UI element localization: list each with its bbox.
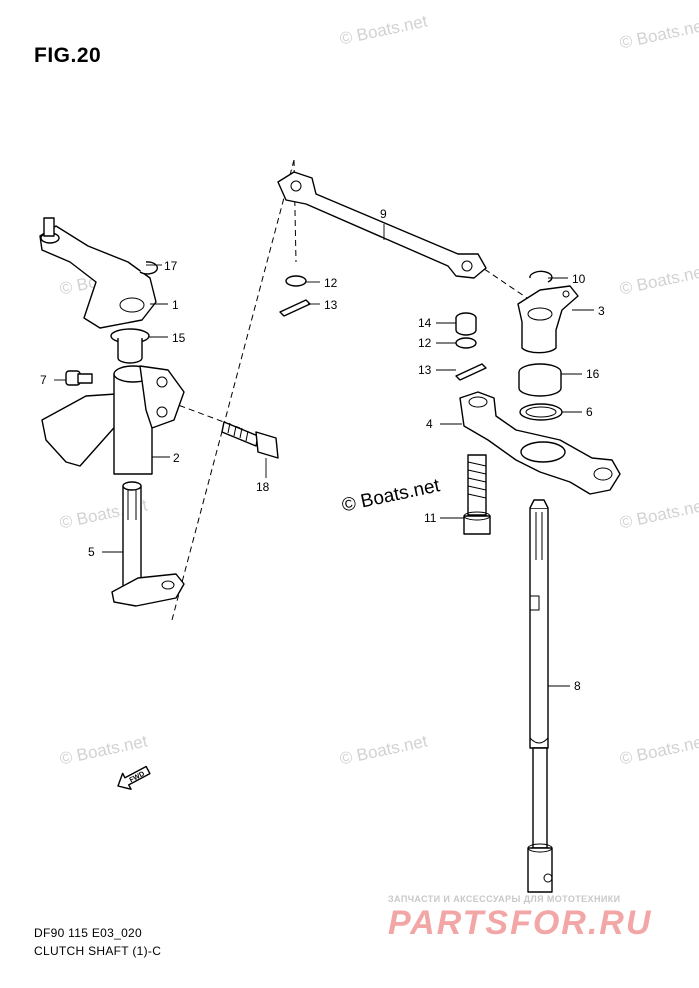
fwd-arrow-icon: FWD xyxy=(117,765,151,790)
part-12-washer xyxy=(285,275,307,287)
assembly-line-main xyxy=(171,159,295,621)
callout-9: 9 xyxy=(380,207,387,221)
part-1-lever xyxy=(39,217,157,329)
part-7-grease-nipple xyxy=(65,370,93,386)
figure-title: FIG.20 xyxy=(34,44,102,67)
callout-11: 11 xyxy=(424,511,437,525)
callout-16: 16 xyxy=(586,367,600,381)
part-3-arm xyxy=(517,285,579,354)
part-4-ring xyxy=(519,403,563,421)
callout-6: 4 xyxy=(426,417,433,431)
advert-logo: PARTSFOR.RU xyxy=(388,904,653,942)
advert-tagline: ЗАПЧАСТИ И АКСЕССУАРЫ ДЛЯ МОТОТЕХНИКИ xyxy=(388,894,621,904)
callout-4: 6 xyxy=(586,405,593,419)
model-code: DF90 115 E03_020 xyxy=(34,926,142,940)
callout-12: 12 xyxy=(324,276,338,290)
callout-13-right: 13 xyxy=(418,363,432,377)
callout-1: 1 xyxy=(172,298,179,312)
callout-8: 8 xyxy=(574,679,581,693)
callout-14: 14 xyxy=(418,316,432,330)
callout-7: 7 xyxy=(40,373,47,387)
part-10-clip xyxy=(529,270,553,283)
part-17-e-clip xyxy=(139,261,159,275)
part-18-bolt xyxy=(221,421,279,459)
part-12-washer-right xyxy=(455,337,477,349)
callout-10: 10 xyxy=(572,272,586,286)
part-2-housing xyxy=(41,365,185,475)
callout-12-right: 12 xyxy=(418,336,432,350)
assembly-line-12 xyxy=(293,159,297,263)
callout-18: 18 xyxy=(256,480,270,494)
callout-17: 17 xyxy=(164,259,178,273)
callout-15: 15 xyxy=(172,331,186,345)
part-9-link-rod xyxy=(277,171,487,279)
part-13-cotter-pin xyxy=(279,299,311,317)
part-5-shaft xyxy=(111,481,185,607)
part-11-bolt xyxy=(463,454,491,535)
part-14-collar xyxy=(455,312,477,336)
callout-2: 2 xyxy=(173,451,180,465)
fwd-label: FWD xyxy=(129,771,146,785)
part-group-name: CLUTCH SHAFT (1)-C xyxy=(34,944,162,958)
callout-13: 13 xyxy=(324,298,338,312)
callout-5: 5 xyxy=(88,545,95,559)
part-13-cotter-pin-right xyxy=(455,363,487,381)
callout-3: 3 xyxy=(598,304,605,318)
part-6-shift-lever xyxy=(459,391,621,495)
part-8-shift-rod xyxy=(527,499,553,893)
part-15-bush xyxy=(110,328,150,364)
part-16-bush xyxy=(518,363,562,397)
